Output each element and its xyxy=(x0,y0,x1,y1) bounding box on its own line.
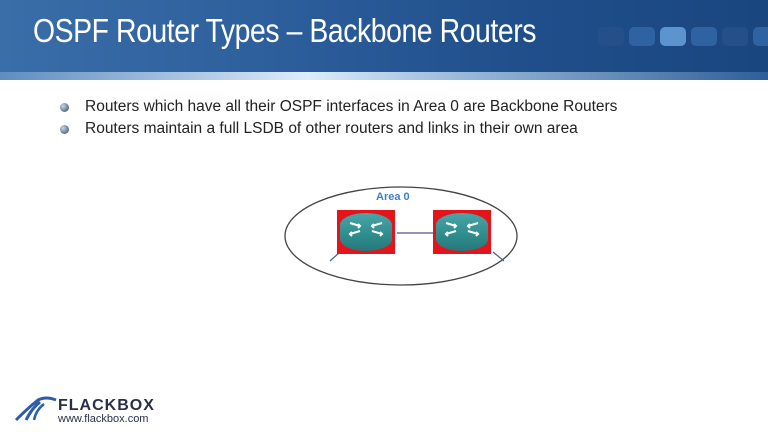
progress-squares xyxy=(598,27,768,46)
bullet-text: Routers which have all their OSPF interf… xyxy=(85,98,618,115)
brand-url: www.flackbox.com xyxy=(58,413,149,425)
progress-square xyxy=(691,27,717,46)
slide-header: OSPF Router Types – Backbone Routers xyxy=(0,0,768,80)
progress-square xyxy=(753,27,768,46)
flackbox-logo-icon xyxy=(14,396,57,422)
bullet-icon xyxy=(60,124,69,134)
header-glow xyxy=(0,72,768,80)
bullet-icon xyxy=(60,102,69,112)
router-icon xyxy=(340,213,392,251)
router-2 xyxy=(433,210,491,254)
progress-square xyxy=(598,27,624,46)
router-icon xyxy=(436,213,488,251)
bullet-list: Routers which have all their OSPF interf… xyxy=(60,96,617,140)
progress-square xyxy=(629,27,655,46)
bullet-text: Routers maintain a full LSDB of other ro… xyxy=(85,120,578,137)
slide-title: OSPF Router Types – Backbone Routers xyxy=(33,12,536,49)
area-label: Area 0 xyxy=(376,191,410,203)
bullet-item: Routers maintain a full LSDB of other ro… xyxy=(60,118,617,140)
bullet-item: Routers which have all their OSPF interf… xyxy=(60,96,617,118)
router-1 xyxy=(337,210,395,254)
brand-name: FLACKBOX xyxy=(58,397,155,414)
progress-square-active xyxy=(660,27,686,46)
progress-square xyxy=(722,27,748,46)
